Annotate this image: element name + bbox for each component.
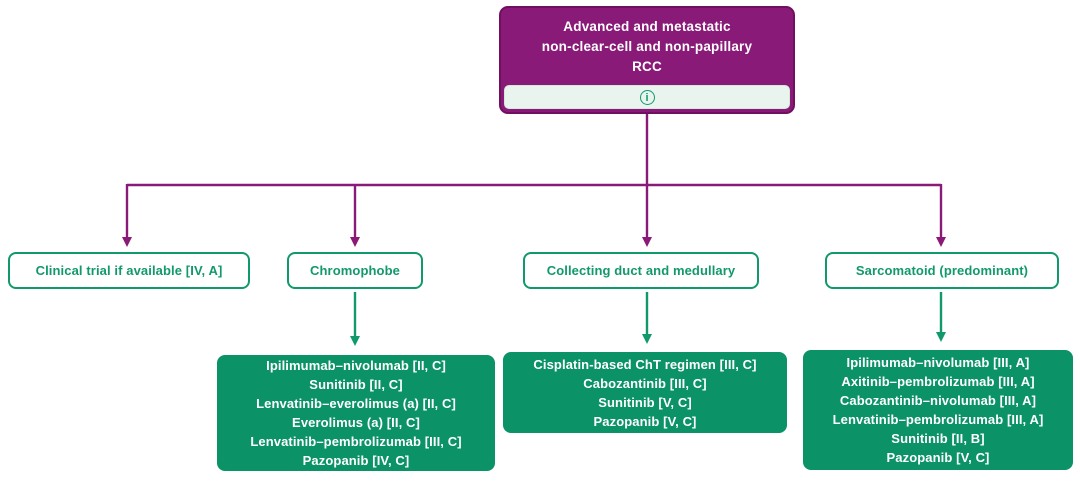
root-title-line: RCC [632, 58, 662, 74]
branch-label: Collecting duct and medullary [546, 263, 736, 278]
branch-clinical-trial: Clinical trial if available [IV, A] [8, 252, 250, 289]
info-icon[interactable]: i [639, 89, 655, 105]
treatments-sarcomatoid: Ipilimumab–nivolumab [III, A] Axitinib–pe… [803, 350, 1073, 470]
treatment-entry: Pazopanib [V, C] [886, 450, 990, 465]
treatment-entry: Sunitinib [II, B] [891, 431, 985, 446]
treatments-chromophobe: Ipilimumab–nivolumab [II, C] Sunitinib [I… [217, 355, 495, 471]
branch-label: Sarcomatoid (predominant) [855, 263, 1029, 278]
treatment-entry: Ipilimumab–nivolumab [II, C] [266, 358, 446, 373]
treatment-entry: Lenvatinib–pembrolizumab [III, A] [832, 412, 1044, 427]
treatment-entry: Lenvatinib–everolimus (a) [II, C] [256, 396, 456, 411]
treatment-entry: Lenvatinib–pembrolizumab [III, C] [250, 434, 462, 449]
treatment-entry: Ipilimumab–nivolumab [III, A] [846, 355, 1030, 370]
branch-collecting-duct-medullary: Collecting duct and medullary [523, 252, 759, 289]
root-title-line: Advanced and metastatic [563, 18, 731, 34]
treatment-entry: Everolimus (a) [II, C] [292, 415, 420, 430]
branch-sarcomatoid: Sarcomatoid (predominant) [825, 252, 1059, 289]
treatment-entry: Cabozantinib [III, C] [583, 375, 707, 391]
treatment-entry: Pazopanib [IV, C] [302, 453, 410, 468]
root-node-advanced-metastatic-rcc: Advanced and metastatic non-clear-cell a… [499, 6, 795, 114]
treatment-entry: Axitinib–pembrolizumab [III, A] [841, 374, 1035, 389]
branch-label: Clinical trial if available [IV, A] [35, 263, 223, 278]
treatment-entry: Sunitinib [V, C] [598, 394, 692, 410]
info-button[interactable]: i [504, 85, 790, 109]
treatment-entry: Pazopanib [V, C] [593, 413, 697, 429]
branch-chromophobe: Chromophobe [287, 252, 423, 289]
root-title-line: non-clear-cell and non-papillary [541, 38, 753, 54]
root-node-title: Advanced and metastatic non-clear-cell a… [501, 8, 793, 85]
treatments-collecting-duct-medullary: Cisplatin-based ChT regimen [III, C] Cabo… [503, 352, 787, 433]
treatment-entry: Cisplatin-based ChT regimen [III, C] [533, 356, 757, 372]
treatment-entry: Sunitinib [II, C] [309, 377, 403, 392]
branch-label: Chromophobe [310, 263, 400, 278]
treatment-entry: Cabozantinib–nivolumab [III, A] [839, 393, 1037, 408]
